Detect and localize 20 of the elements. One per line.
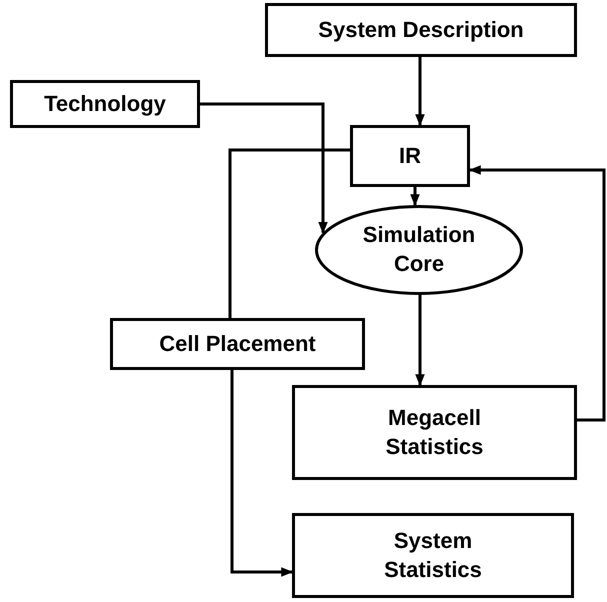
node-label: IR: [399, 142, 421, 170]
node-label: Cell Placement: [159, 330, 316, 358]
arrow: [415, 295, 425, 386]
node-label: Megacell Statistics: [384, 404, 484, 460]
node-label: Technology: [44, 90, 166, 118]
process-box: [292, 513, 574, 598]
process-box: [110, 318, 365, 370]
arrow: [410, 187, 420, 206]
node-label: System Statistics: [383, 526, 483, 584]
process-ellipse: [315, 205, 523, 295]
process-box: [10, 80, 200, 128]
process-box: [292, 385, 577, 480]
arrow: [200, 102, 328, 234]
arrow: [468, 165, 606, 422]
arrow: [230, 370, 294, 577]
node-label: Simulation Core: [362, 221, 476, 278]
arrow: [415, 57, 425, 126]
node-label: System Description: [318, 16, 524, 44]
process-box: [265, 3, 577, 57]
process-box: [350, 125, 470, 187]
